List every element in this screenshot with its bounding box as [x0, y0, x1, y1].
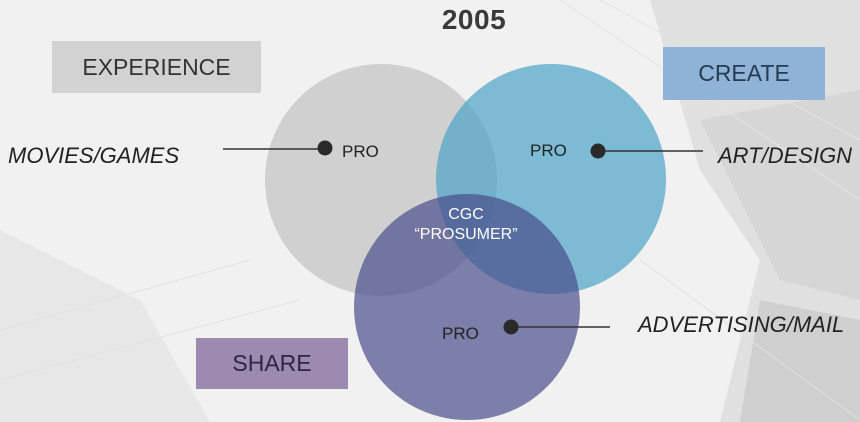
advertising-mail-label: ADVERTISING/MAIL [638, 312, 845, 337]
pro-label-experience: PRO [342, 142, 379, 161]
movies-connector-dot [317, 140, 333, 156]
share-label-box: SHARE [196, 338, 348, 389]
center-label: CGC “PROSUMER” [414, 205, 517, 245]
center-label-line1: CGC [448, 206, 484, 223]
art-design-label: ART/DESIGN [718, 143, 853, 168]
pro-label-create: PRO [530, 141, 567, 160]
advertising-connector-dot [503, 319, 519, 335]
share-circle [354, 194, 580, 420]
art-connector-dot [590, 143, 606, 159]
experience-label-box: EXPERIENCE [52, 41, 261, 93]
center-label-line2: “PROSUMER” [414, 226, 518, 243]
diagram-title: 2005 [441, 4, 507, 35]
movies-games-label: MOVIES/GAMES [8, 143, 180, 168]
pro-label-share: PRO [442, 324, 479, 343]
create-label-box: CREATE [663, 47, 825, 100]
